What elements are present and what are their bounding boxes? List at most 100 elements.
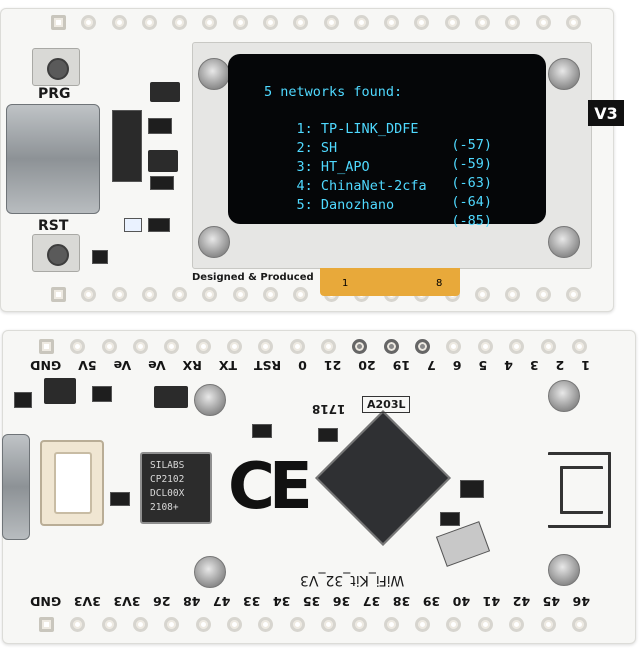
prg-button-cap <box>47 58 69 80</box>
network-ssid: HT_APO <box>320 159 370 175</box>
pin-label: 40 <box>452 594 471 609</box>
network-ssid: ChinaNet-2cfa <box>320 178 427 194</box>
header-pin <box>321 617 337 632</box>
header-pin <box>164 617 180 632</box>
led <box>124 218 142 232</box>
smd-component <box>252 424 272 438</box>
header-pin <box>540 339 556 354</box>
bottom-board <box>2 330 636 644</box>
header-pin <box>111 287 127 302</box>
rst-button-cap <box>47 244 69 266</box>
pin-label: 46 <box>572 594 590 609</box>
header-pin <box>352 339 368 354</box>
header-pin <box>133 617 149 632</box>
header-pin <box>262 15 278 30</box>
chip-marking: SILABS <box>150 460 185 471</box>
pin-label: RX <box>182 358 202 373</box>
header-pin <box>195 339 211 354</box>
header-pin <box>293 15 309 30</box>
header-pin <box>133 339 149 354</box>
header-pin <box>39 617 54 632</box>
header-pin <box>172 287 188 302</box>
pin-label: 47 <box>212 594 231 609</box>
pcb-antenna <box>548 452 611 528</box>
header-pin <box>383 339 399 354</box>
header-pin <box>477 617 493 632</box>
bottom-board-lower-header <box>39 617 587 632</box>
pin-label: 7 <box>427 358 436 373</box>
header-pin <box>446 617 462 632</box>
jst-battery-connector <box>40 440 104 526</box>
resistor-array <box>112 110 142 182</box>
pcb-antenna-trace <box>560 466 603 514</box>
header-pin <box>51 15 66 30</box>
prg-button[interactable] <box>32 48 80 86</box>
network-ssid: Danozhano <box>320 197 395 213</box>
header-pin <box>195 617 211 632</box>
screw-icon <box>548 58 580 90</box>
pin-label: 41 <box>482 594 501 609</box>
bottom-pin-labels: 46 45 42 41 40 39 38 37 36 35 34 33 47 4… <box>30 594 590 609</box>
screw-icon <box>548 380 580 412</box>
oled-network-row: 3: HT_APO (-63) <box>264 143 534 207</box>
header-pin <box>352 617 368 632</box>
header-pin <box>474 15 490 30</box>
pin-label: RST <box>254 358 282 373</box>
rst-label: RST <box>38 218 69 234</box>
header-pin <box>321 339 337 354</box>
pin-label: GND <box>30 594 62 609</box>
pin-label: 3 <box>529 358 539 373</box>
usb-c-port-top <box>6 104 100 214</box>
header-pin <box>383 617 399 632</box>
header-pin <box>505 15 521 30</box>
pin-label: 3V3 <box>73 594 101 609</box>
chip-marking: CP2102 <box>150 474 185 485</box>
crystal-label: A203L <box>362 396 411 413</box>
pin-label: Ve <box>148 358 166 373</box>
header-pin <box>384 15 400 30</box>
header-pin <box>202 287 218 302</box>
pin-label: 26 <box>153 594 171 609</box>
header-pin <box>164 339 180 354</box>
rst-button[interactable] <box>32 234 80 272</box>
pin-label: 6 <box>452 358 462 373</box>
pin-label: GND <box>30 358 62 373</box>
pin-label: 5 <box>478 358 488 373</box>
jst-socket <box>54 452 92 514</box>
pin-label: 45 <box>542 594 561 609</box>
version-badge: V3 <box>588 100 624 126</box>
pin-label: 5V <box>78 358 97 373</box>
header-pin <box>323 15 339 30</box>
header-pin <box>415 617 431 632</box>
header-pin <box>262 287 278 302</box>
chip-marking: 2108+ <box>150 502 179 513</box>
oled-network-row: 4: ChinaNet-2cfa (-64) <box>264 162 534 226</box>
header-pin <box>477 339 493 354</box>
header-pin <box>289 617 305 632</box>
oled-network-row: 1: TP-LINK_DDFE (-57) <box>264 105 534 169</box>
smd-ic <box>154 386 188 408</box>
header-pin <box>141 287 157 302</box>
pin-label: 33 <box>242 594 261 609</box>
oled-network-row: 2: SH (-59) <box>264 124 534 188</box>
pin-label: 38 <box>392 594 411 609</box>
smd-ic <box>148 150 178 172</box>
header-pin <box>172 15 188 30</box>
top-board-lower-header <box>51 287 581 302</box>
header-pin <box>509 339 525 354</box>
header-pin <box>39 339 54 354</box>
smd-component <box>92 250 108 264</box>
smd-component <box>150 176 174 190</box>
smd-component <box>318 428 338 442</box>
pin-label: TX <box>218 358 237 373</box>
pin-label: 39 <box>422 594 441 609</box>
pin-label: 35 <box>302 594 321 609</box>
network-index: 3: <box>296 159 313 175</box>
pin-label: Ve <box>113 358 132 373</box>
network-rssi: (-63) <box>451 175 492 191</box>
network-rssi: (-85) <box>451 213 492 229</box>
header-pin <box>258 617 274 632</box>
header-pin <box>414 15 430 30</box>
header-pin <box>446 339 462 354</box>
header-pin <box>571 617 587 632</box>
